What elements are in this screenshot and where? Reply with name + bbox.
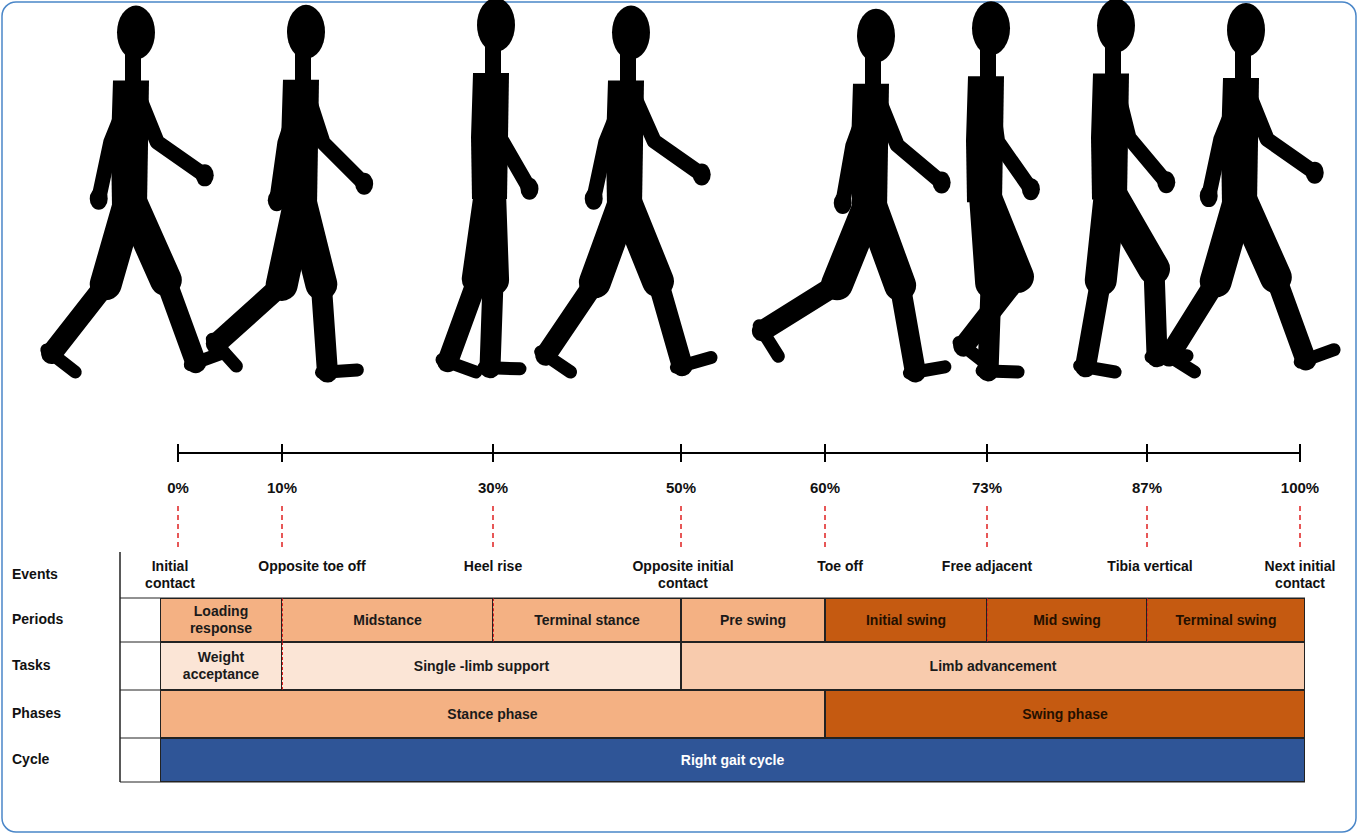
walker-silhouette	[47, 6, 224, 372]
cell-text: Single -limb support	[408, 656, 555, 677]
percent-tick: 30%	[463, 479, 523, 496]
cycle-bar: Right gait cycle	[160, 738, 1305, 782]
row-header: Cycle	[12, 751, 112, 768]
task-cell: Limb advancement	[681, 642, 1305, 690]
walker-silhouette	[212, 5, 373, 373]
walking-figures	[47, 0, 1334, 373]
event-label: Heel rise	[433, 558, 553, 575]
percent-tick: 87%	[1117, 479, 1177, 496]
walker-silhouette	[541, 6, 711, 372]
cell-text: Swing phase	[1016, 704, 1114, 725]
walker-silhouette	[1080, 0, 1187, 372]
cell-text: Loading response	[161, 601, 281, 639]
walker-silhouette	[1164, 3, 1334, 372]
row-header: Periods	[12, 611, 112, 628]
row-header: Tasks	[12, 657, 112, 674]
cell-text: Weight acceptance	[161, 647, 281, 685]
row-header: Events	[12, 566, 112, 583]
walker-silhouette	[959, 1, 1040, 372]
event-label: Next initial contact	[1252, 558, 1348, 592]
period-cell: Initial swing	[825, 598, 987, 642]
period-cell: Mid swing	[987, 598, 1147, 642]
phase-cell: Stance phase	[160, 690, 825, 738]
phase-cell: Swing phase	[825, 690, 1305, 738]
table-grid	[120, 552, 1305, 782]
percent-tick: 10%	[252, 479, 312, 496]
row-header: Phases	[12, 705, 112, 722]
event-label: Opposite toe off	[232, 558, 392, 575]
percent-tick: 50%	[651, 479, 711, 496]
event-label: Free adjacent	[922, 558, 1052, 575]
cell-text: Terminal swing	[1170, 610, 1283, 631]
cell-text: Terminal stance	[528, 610, 646, 631]
timeline-axis	[178, 444, 1300, 548]
period-cell: Midstance	[282, 598, 493, 642]
cell-text: Limb advancement	[924, 656, 1063, 677]
event-label: Toe off	[790, 558, 890, 575]
cell-text: Pre swing	[714, 610, 792, 631]
percent-tick: 73%	[957, 479, 1017, 496]
percent-tick: 60%	[795, 479, 855, 496]
percent-tick: 100%	[1270, 479, 1330, 496]
cell-text: Initial swing	[860, 610, 952, 631]
walker-silhouette	[759, 9, 950, 373]
period-cell: Terminal swing	[1147, 598, 1305, 642]
period-cell: Loading response	[160, 598, 282, 642]
walker-silhouette	[442, 0, 538, 372]
period-cell: Pre swing	[681, 598, 825, 642]
cell-text: Midstance	[347, 610, 427, 631]
event-label: Tibia vertical	[1085, 558, 1215, 575]
cell-text: Mid swing	[1027, 610, 1107, 631]
event-label: Opposite initial contact	[623, 558, 743, 592]
event-label: Initial contact	[135, 558, 205, 592]
task-cell: Weight acceptance	[160, 642, 282, 690]
period-cell: Terminal stance	[493, 598, 681, 642]
percent-tick: 0%	[148, 479, 208, 496]
task-cell: Single -limb support	[282, 642, 681, 690]
cell-text: Right gait cycle	[675, 750, 790, 771]
cell-text: Stance phase	[441, 704, 543, 725]
